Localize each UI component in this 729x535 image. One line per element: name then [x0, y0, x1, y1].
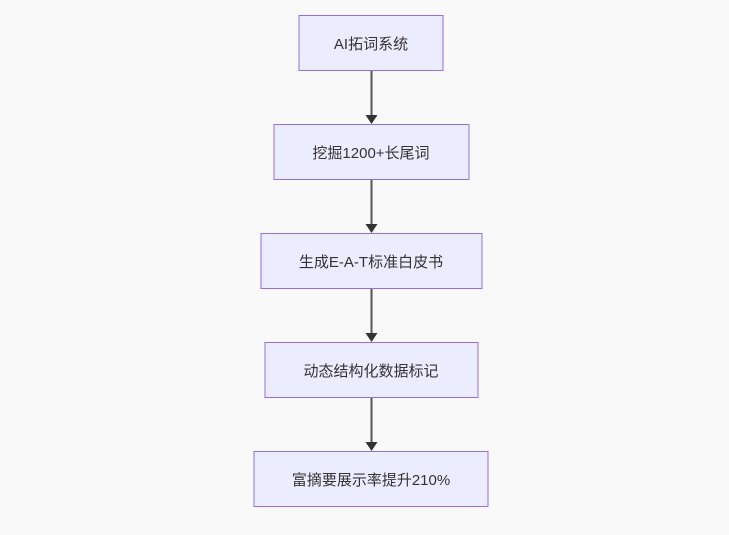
flowchart-node-longtail-keywords: 挖掘1200+长尾词 — [273, 124, 469, 180]
arrow-down-3 — [365, 289, 377, 342]
arrow-down-1 — [365, 71, 377, 124]
arrowhead-down-icon — [365, 442, 377, 451]
arrowhead-down-icon — [365, 224, 377, 233]
arrowhead-down-icon — [365, 333, 377, 342]
flowchart-node-ai-expand-system: AI拓词系统 — [298, 15, 444, 71]
flowchart-node-rich-snippet-rate: 富摘要展示率提升210% — [253, 451, 489, 507]
arrowhead-down-icon — [365, 115, 377, 124]
arrow-line — [370, 289, 372, 333]
flowchart: AI拓词系统 挖掘1200+长尾词 生成E-A-T标准白皮书 动态结构化数据标记… — [253, 15, 489, 507]
arrow-line — [370, 398, 372, 442]
arrow-line — [370, 180, 372, 224]
arrow-down-2 — [365, 180, 377, 233]
flowchart-node-structured-data-markup: 动态结构化数据标记 — [264, 342, 478, 398]
arrow-down-4 — [365, 398, 377, 451]
flowchart-node-eat-whitepaper: 生成E-A-T标准白皮书 — [260, 233, 482, 289]
arrow-line — [370, 71, 372, 115]
